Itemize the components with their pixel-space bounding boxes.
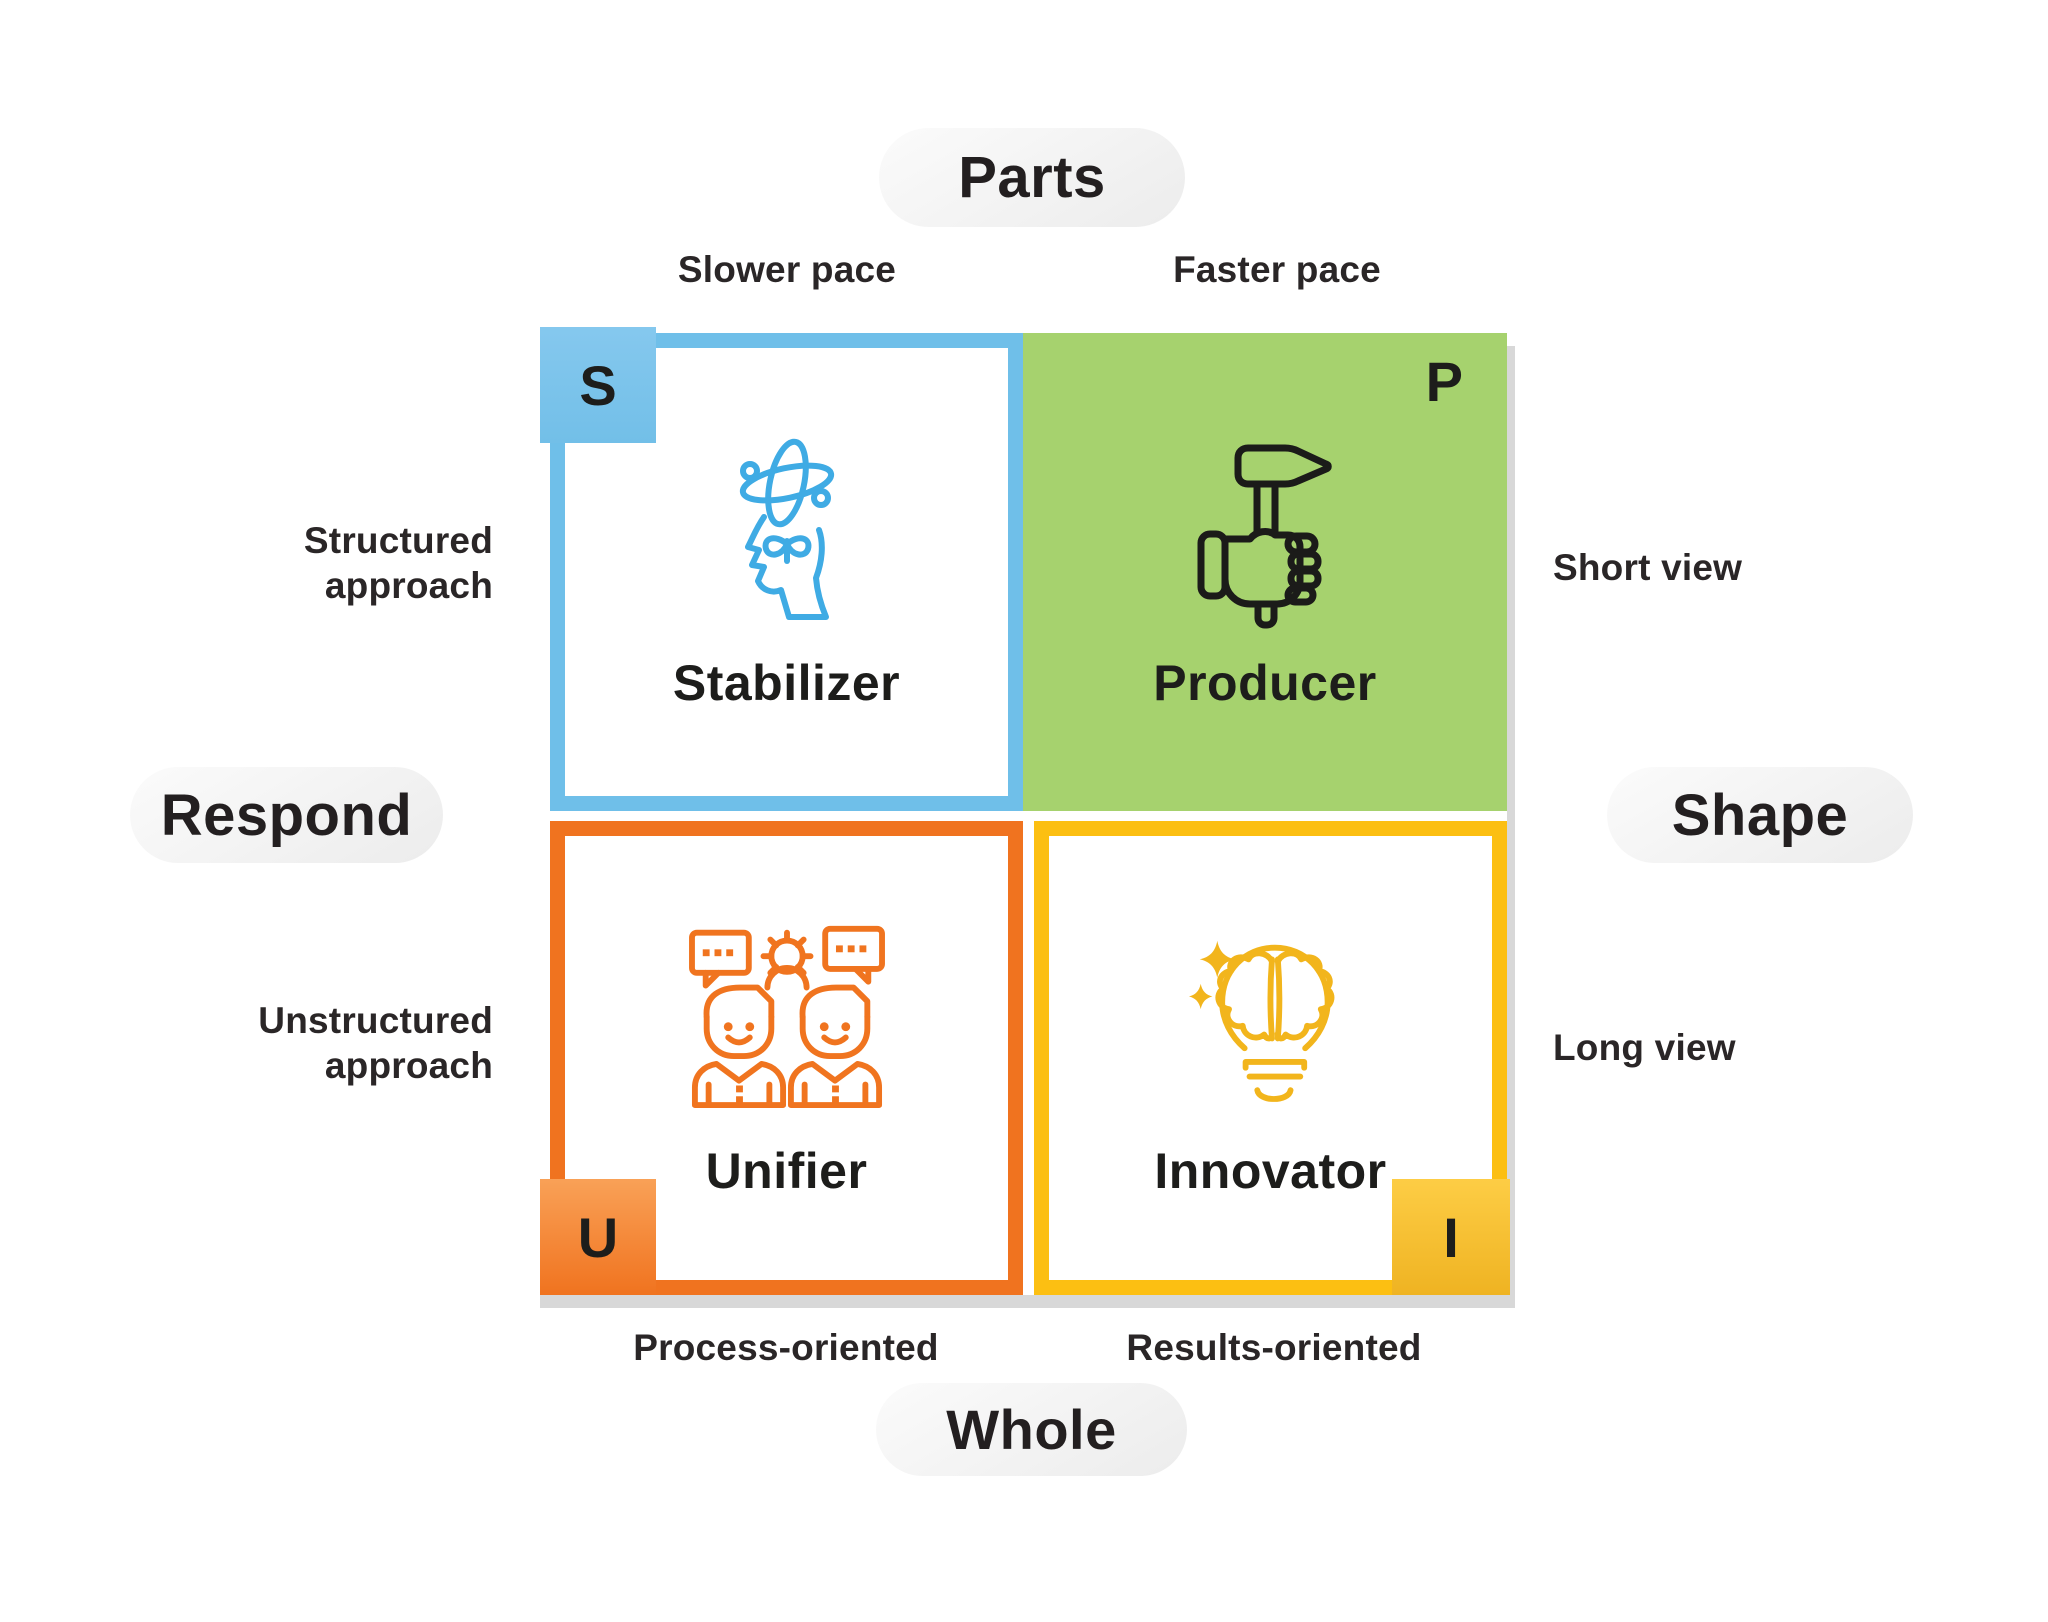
stabilizer-title: Stabilizer — [672, 655, 901, 711]
short-view-label: Short view — [1553, 547, 1743, 588]
whole-pill-label: Whole — [946, 1398, 1117, 1461]
process-oriented-label: Process-oriented — [633, 1327, 939, 1368]
innovator-letter-badge: I — [1392, 1179, 1510, 1295]
whole-pill: Whole — [876, 1383, 1187, 1476]
unstructured-approach-label: Unstructured approach — [258, 1000, 493, 1086]
respond-pill: Respond — [130, 767, 443, 863]
faster-pace-label: Faster pace — [1173, 249, 1381, 290]
long-view-label: Long view — [1553, 1027, 1736, 1068]
quadrant-producer: P Producer — [1023, 333, 1507, 811]
producer-letter: P — [1425, 350, 1463, 413]
quadrant-matrix: Stabilizer P Producer — [550, 333, 1507, 1295]
shape-pill: Shape — [1607, 767, 1913, 863]
unifier-letter: U — [577, 1205, 619, 1269]
brain-bulb-icon — [1188, 940, 1334, 1102]
unifier-title: Unifier — [705, 1143, 868, 1199]
producer-title: Producer — [1153, 655, 1377, 711]
stabilizer-letter: S — [579, 353, 617, 417]
unifier-letter-badge: U — [540, 1179, 656, 1295]
parts-pill: Parts — [879, 128, 1185, 227]
parts-pill-label: Parts — [958, 145, 1106, 210]
quadrant-unifier: Unifier — [550, 821, 1023, 1295]
results-oriented-label: Results-oriented — [1126, 1327, 1422, 1368]
stabilizer-letter-badge: S — [540, 327, 656, 443]
structured-approach-label: Structured approach — [303, 520, 493, 606]
head-atom-sprout-icon — [739, 438, 834, 620]
shape-pill-label: Shape — [1671, 782, 1849, 848]
slower-pace-label: Slower pace — [677, 249, 897, 290]
innovator-letter: I — [1443, 1205, 1459, 1269]
fist-hammer-icon — [1197, 444, 1332, 629]
innovator-title: Innovator — [1154, 1143, 1387, 1199]
two-people-gear-icon — [688, 925, 885, 1109]
respond-pill-label: Respond — [160, 782, 413, 848]
